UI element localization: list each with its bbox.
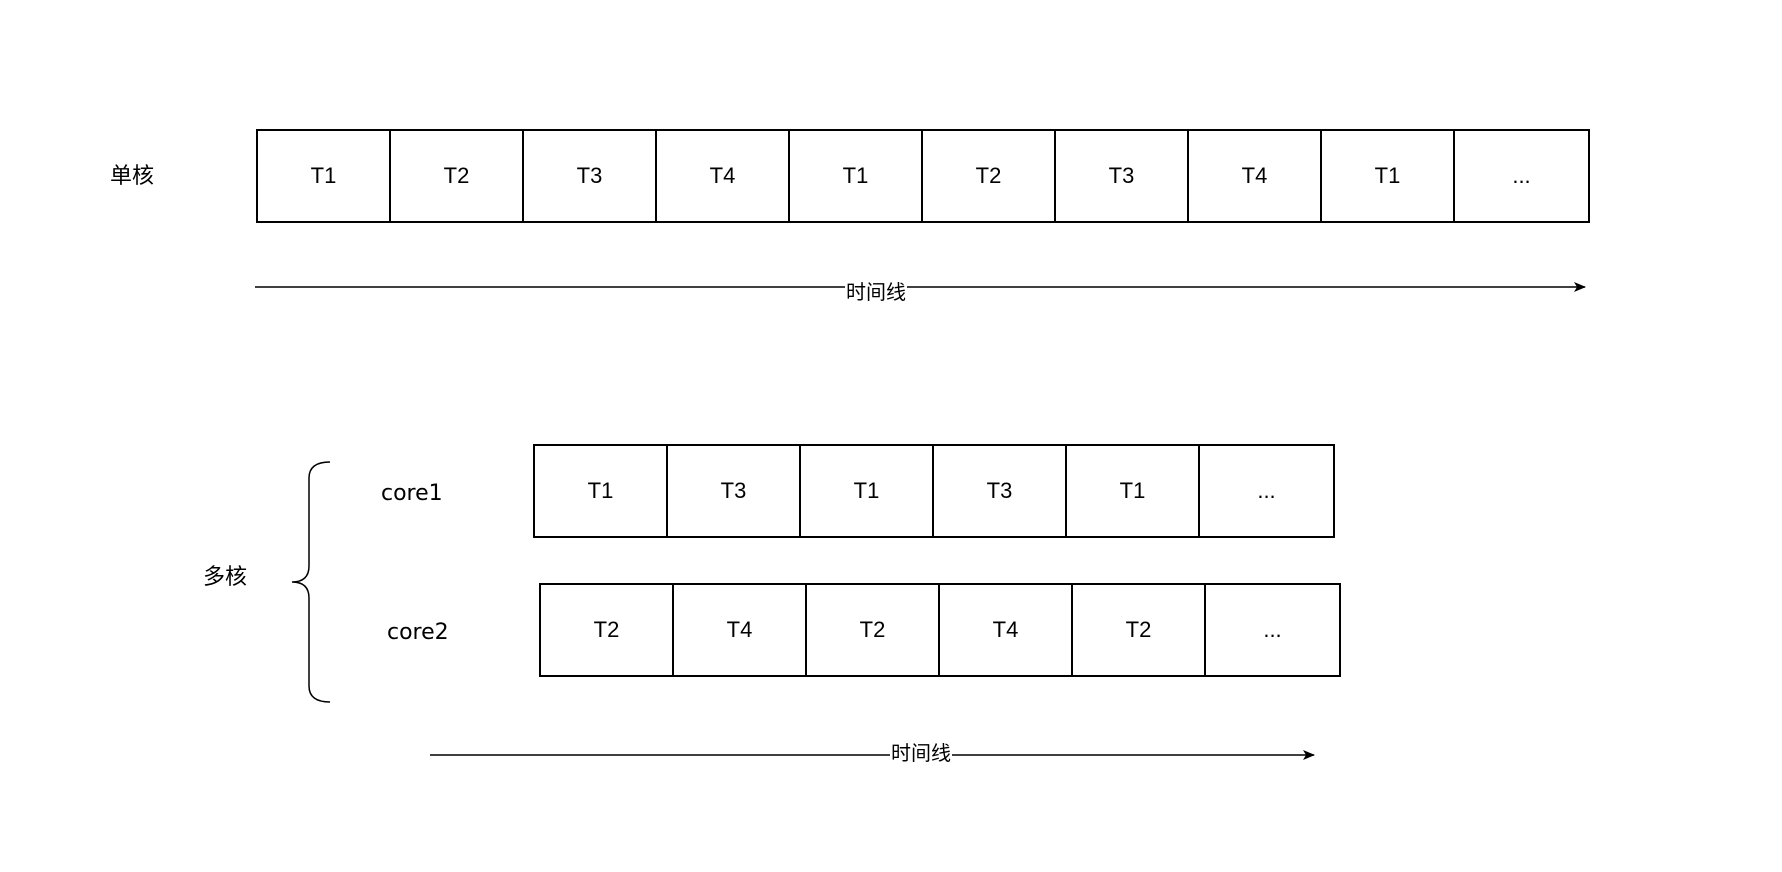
multi-core-timeline-label: 时间线 xyxy=(890,741,952,765)
task-cell: T2 xyxy=(541,585,674,675)
task-cell: T3 xyxy=(524,131,657,221)
task-cell: T3 xyxy=(1056,131,1189,221)
task-cell: T1 xyxy=(801,446,934,536)
task-cell: ... xyxy=(1512,163,1531,188)
task-cell: T4 xyxy=(674,585,807,675)
task-cell: ... xyxy=(1263,617,1282,642)
core1-label: core1 xyxy=(381,481,443,506)
task-cell: T3 xyxy=(668,446,801,536)
task-cell: T1 xyxy=(1067,446,1200,536)
task-cell: T4 xyxy=(657,131,790,221)
task-cell: T4 xyxy=(1189,131,1322,221)
task-cell: T2 xyxy=(807,585,940,675)
core2-label: core2 xyxy=(387,620,449,645)
single-core-timeline-label: 时间线 xyxy=(845,280,907,304)
task-cell: T3 xyxy=(934,446,1067,536)
task-cell: T1 xyxy=(258,131,391,221)
task-cell: T2 xyxy=(1073,585,1206,675)
task-cell: T4 xyxy=(940,585,1073,675)
multi-core-label: 多核 xyxy=(203,565,248,590)
multi-core-brace xyxy=(291,461,331,703)
single-core-label: 单核 xyxy=(110,164,155,189)
task-cell: T1 xyxy=(535,446,668,536)
task-cell: T2 xyxy=(391,131,524,221)
task-cell: T1 xyxy=(790,131,923,221)
task-cell: T1 xyxy=(1322,131,1455,221)
task-cell: ... xyxy=(1257,478,1276,503)
task-cell: T2 xyxy=(923,131,1056,221)
